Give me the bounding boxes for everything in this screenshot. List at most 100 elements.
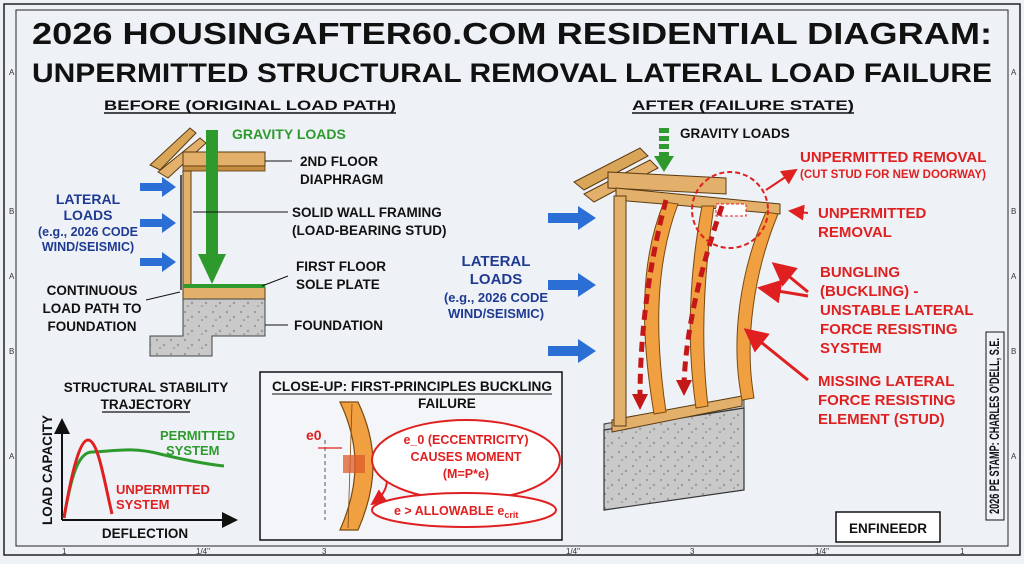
after-missing-line-2: FORCE RESISTING	[818, 392, 956, 409]
after-bungling-line-5: SYSTEM	[820, 340, 882, 357]
lateral-arrow	[140, 213, 176, 233]
closeup-panel: CLOSE-UP: FIRST-PRINCIPLES BUCKLING FAIL…	[259, 371, 563, 541]
permitted-label-1: PERMITTED	[160, 428, 235, 443]
ruler-left-label: A	[9, 68, 15, 77]
before-solid-wall-label-1: SOLID WALL FRAMING	[292, 205, 442, 220]
drawing-inner-border	[15, 9, 1009, 547]
ruler-left-label: B	[9, 347, 14, 356]
before-heading: BEFORE (ORIGINAL LOAD PATH)	[104, 98, 396, 113]
lateral-arrow	[548, 339, 596, 363]
after-removal-circle	[691, 171, 769, 249]
ruler-bottom-label: 1/4"	[566, 547, 580, 556]
after-end-stud	[613, 195, 627, 427]
after-removal-sub: (CUT STUD FOR NEW DOORWAY)	[800, 169, 986, 181]
before-lateral-label-1: LATERAL	[56, 191, 121, 207]
after-bungling-line-1: BUNGLING	[820, 264, 900, 281]
ruler-bottom-label: 1/4"	[815, 547, 829, 556]
before-sole-plate-green	[183, 284, 265, 288]
after-rafter	[573, 147, 649, 191]
before-lateral-arrows	[140, 177, 176, 272]
after-bungling-line-3: UNSTABLE LATERAL	[820, 302, 974, 319]
after-lateral-label-2: LOADS	[470, 271, 523, 288]
before-continuous-label-3: FOUNDATION	[48, 319, 137, 334]
after-missing-pointer	[743, 328, 809, 382]
before-2nd-floor-label-1: 2ND FLOOR	[300, 154, 378, 169]
before-2nd-floor-label-2: DIAPHRAGM	[300, 172, 383, 187]
after-gravity-label: GRAVITY LOADS	[680, 126, 790, 141]
before-first-floor-label-1: FIRST FLOOR	[296, 259, 386, 274]
after-section: AFTER (FAILURE STATE) GRAVITY LOADS	[444, 98, 986, 511]
title-line-1: 2026 HOUSINGAFTER60.COM RESIDENTIAL DIAG…	[32, 16, 992, 51]
before-gravity-arrowhead	[198, 254, 226, 284]
unpermitted-label-1: UNPERMITTED	[116, 482, 210, 497]
lateral-arrow	[548, 273, 596, 297]
stability-title-2: TRAJECTORY	[101, 397, 192, 412]
closeup-bubble-2	[371, 492, 557, 528]
before-floor-joist	[182, 151, 266, 167]
closeup-bubble-line-1: e_0 (ECCENTRICITY)	[403, 433, 528, 447]
after-buckling-pointer	[757, 279, 809, 304]
lateral-arrow	[140, 252, 176, 272]
callout-line	[261, 275, 289, 287]
before-lateral-label-2: LOADS	[64, 207, 113, 223]
after-failed-load-path	[637, 199, 669, 399]
ruler-bottom-label: 1/4"	[196, 547, 210, 556]
drawing-border	[3, 3, 1021, 556]
pe-stamp-box	[985, 331, 1005, 521]
after-missing-line-1: MISSING LATERAL	[818, 373, 954, 390]
before-section: BEFORE (ORIGINAL LOAD PATH) GRAVITY LOAD…	[38, 98, 447, 357]
ruler-right-label: B	[1011, 347, 1016, 356]
before-solid-wall-label-2: (LOAD-BEARING STUD)	[292, 223, 447, 238]
after-buckled-stud	[644, 201, 679, 415]
after-gravity-arrowhead	[654, 156, 674, 172]
ruler-right-label: B	[1011, 207, 1016, 216]
closeup-title-2: FAILURE	[418, 396, 476, 411]
permitted-curve	[62, 448, 225, 519]
after-lateral-label-1: LATERAL	[462, 253, 531, 270]
after-heading: AFTER (FAILURE STATE)	[632, 98, 854, 113]
after-buckling-pointer	[771, 262, 809, 294]
stability-chart: STRUCTURAL STABILITY TRAJECTORY LOAD CAP…	[40, 380, 238, 541]
closeup-e0-label: e0	[306, 427, 322, 443]
before-gravity-label: GRAVITY LOADS	[232, 126, 346, 142]
permitted-label-2: SYSTEM	[166, 443, 219, 458]
stability-title-1: STRUCTURAL STABILITY	[64, 380, 229, 395]
title-line-2: UNPERMITTED STRUCTURAL REMOVAL LATERAL L…	[32, 58, 992, 88]
closeup-stud-hotspot	[343, 455, 365, 473]
after-lateral-label-3: (e.g., 2026 CODE	[444, 290, 548, 305]
ruler-right-label: A	[1011, 452, 1017, 461]
ruler-left-label: A	[9, 272, 15, 281]
stability-x-label: DEFLECTION	[102, 526, 188, 541]
before-sole-plate	[182, 286, 266, 300]
lateral-arrow	[548, 206, 596, 230]
closeup-title-1: CLOSE-UP: FIRST-PRINCIPLES BUCKLING	[272, 379, 552, 394]
unpermitted-label-2: SYSTEM	[116, 497, 169, 512]
ruler-bottom-label: 1	[62, 547, 67, 556]
after-bungling-line-4: FORCE RESISTING	[820, 321, 958, 338]
before-foundation	[149, 298, 266, 357]
closeup-bubble-line-3: (M=P*e)	[443, 467, 489, 481]
after-removal-title: UNPERMITTED REMOVAL	[800, 149, 986, 166]
after-removal2-line-1: UNPERMITTED	[818, 205, 927, 222]
before-rafter	[149, 127, 197, 171]
after-removal-pointer	[765, 168, 798, 191]
after-missing-line-3: ELEMENT (STUD)	[818, 411, 945, 428]
before-stud	[182, 170, 192, 290]
after-removal2-pointer	[788, 204, 809, 221]
lateral-arrow	[140, 177, 176, 197]
before-foundation-label: FOUNDATION	[294, 318, 383, 333]
ruler-bottom: 1 1/4" 3 1/4" 3 1/4" 1	[62, 547, 965, 556]
stability-y-label: LOAD CAPACITY	[40, 415, 55, 525]
before-continuous-label-1: CONTINUOUS	[47, 283, 138, 298]
ruler-left: A B A B A	[9, 68, 15, 461]
ruler-right-label: A	[1011, 272, 1017, 281]
before-lateral-label-4: WIND/SEISMIC)	[42, 240, 134, 254]
closeup-bubble-line-4: e > ALLOWABLE ecrit	[394, 504, 518, 520]
before-floor-joist-edge	[182, 165, 266, 172]
before-lateral-label-3: (e.g., 2026 CODE	[38, 225, 138, 239]
after-lateral-label-4: WIND/SEISMIC)	[448, 306, 544, 321]
before-first-floor-label-2: SOLE PLATE	[296, 277, 380, 292]
ruler-bottom-label: 3	[322, 547, 327, 556]
ruler-bottom-label: 1	[960, 547, 965, 556]
